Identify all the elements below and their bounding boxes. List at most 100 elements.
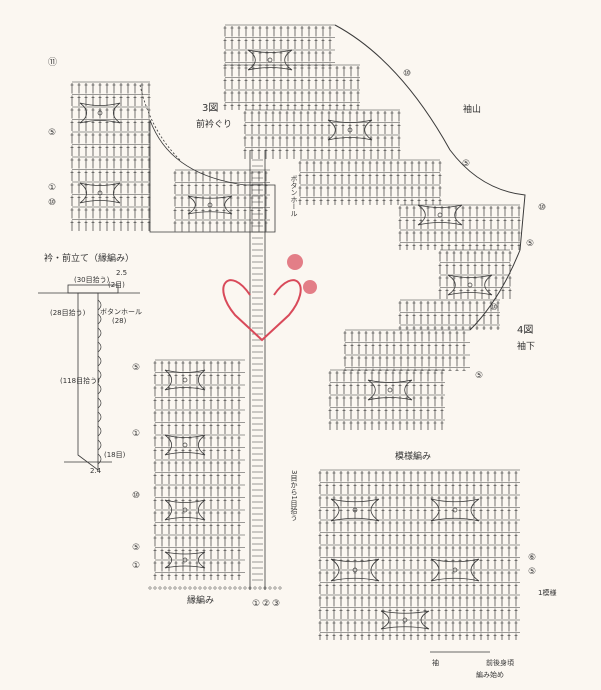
edge-title: 縁編み	[187, 596, 215, 606]
collar-note-left1: (28目拾う)	[50, 309, 86, 317]
collar-scallop	[97, 355, 102, 367]
motif-bow	[417, 204, 463, 226]
row-mark-body: ①	[132, 561, 140, 571]
motif-knot	[207, 202, 213, 208]
row-mark-fig4: ⑩	[538, 203, 546, 213]
watermark-rose	[287, 254, 303, 270]
edge-bottom-chain	[248, 586, 252, 590]
motif-knot	[402, 617, 408, 623]
collar-note-left2: (118目拾う)	[60, 377, 100, 385]
row-mark-bottom: ②	[262, 599, 270, 609]
fig4-grid-3	[298, 159, 442, 205]
motif-bow	[367, 379, 413, 401]
motif-bow	[187, 195, 233, 215]
motif-bow	[164, 369, 206, 391]
row-mark-fig4: ⑤	[462, 159, 470, 169]
motif-knot	[97, 190, 103, 196]
row-mark-fig4: ⑤	[475, 371, 483, 381]
row-mark-pattern: ⑥	[528, 553, 536, 563]
motif-bow	[430, 498, 480, 522]
motif-knot	[467, 282, 473, 288]
edge-bottom-chain	[188, 586, 192, 590]
motif-knot	[182, 442, 188, 448]
row-mark-fig4: ⑤	[526, 239, 534, 249]
row-mark-bottom: ①	[252, 599, 260, 609]
edge-bottom-chain	[148, 586, 152, 590]
rows-note: 3目から1目拾う	[290, 470, 298, 521]
edge-bottom-chain	[168, 586, 172, 590]
edge-bottom-chain	[223, 586, 227, 590]
row-mark-fig4: ⑩	[490, 303, 498, 313]
pattern-grid	[318, 469, 520, 640]
edge-bottom-chain	[178, 586, 182, 590]
motif-bow	[247, 49, 293, 71]
edge-bottom-chain	[183, 586, 187, 590]
row-mark-fig3: ⑤	[48, 128, 56, 138]
motif-knot	[182, 507, 188, 513]
motif-knot	[387, 387, 393, 393]
collar-scallop	[97, 439, 102, 451]
edge-bottom-chain	[218, 586, 222, 590]
fig4-grid-8	[328, 369, 445, 430]
row-mark-fig3: ①	[48, 183, 56, 193]
collar-note-bottom: (18目)	[104, 451, 126, 459]
edge-bottom-chain	[258, 586, 262, 590]
row-mark-body: ⑤	[132, 363, 140, 373]
row-mark-body: ⑤	[132, 543, 140, 553]
collar-scallop	[97, 299, 102, 311]
edge-bottom-chain	[193, 586, 197, 590]
edge-bottom-chain	[208, 586, 212, 590]
fig4-grid-1	[223, 64, 360, 110]
fig3-number: 3図	[202, 103, 219, 114]
fig3-edge-chain	[139, 84, 181, 161]
collar-scallop	[97, 327, 102, 339]
collar-strip	[77, 292, 99, 471]
collar-small2: 2.4	[90, 467, 102, 475]
button-hole-small: ボタンホール	[100, 308, 142, 316]
row-mark-fig3: ⑩	[48, 198, 56, 208]
row-mark-fig4: ⑩	[403, 69, 411, 79]
motif-bow	[164, 499, 206, 521]
motif-knot	[182, 377, 188, 383]
fig4-number: 4図	[517, 325, 534, 336]
collar-title: 衿・前立て（縁編み）	[44, 254, 135, 264]
motif-bow	[164, 551, 206, 569]
edge-bottom-chain	[213, 586, 217, 590]
collar-scallop	[97, 453, 102, 465]
button-hole-label: ボタンホール	[290, 175, 298, 217]
motif-bow	[330, 558, 380, 582]
edge-bottom-chain	[228, 586, 232, 590]
collar-scallop	[97, 383, 102, 395]
motif-knot	[347, 127, 353, 133]
pattern-title: 模様編み	[395, 452, 432, 462]
fig4-title: 袖下	[517, 342, 536, 352]
collar-scallop	[97, 411, 102, 423]
sleeve-label: 袖	[432, 659, 439, 667]
edge-bottom-chain	[243, 586, 247, 590]
sleeve-cap-label: 袖山	[463, 105, 482, 115]
fig3-grid	[70, 81, 151, 231]
watermark-heart	[222, 279, 302, 342]
collar-scallop	[97, 369, 102, 381]
fig4-grid-7	[343, 329, 470, 371]
motif-bow	[380, 610, 430, 630]
fig3-neckline	[149, 119, 276, 233]
edge-bottom-chain	[203, 586, 207, 590]
motif-knot	[182, 557, 188, 563]
collar-scallop	[97, 397, 102, 409]
sleeve-cap-curve	[334, 24, 526, 331]
row-mark-body: ①	[132, 429, 140, 439]
fig4-grid-4	[398, 204, 521, 250]
motif-knot	[452, 567, 458, 573]
edge-bottom-chain	[233, 586, 237, 590]
motif-knot	[452, 507, 458, 513]
edge-bottom-chain	[198, 586, 202, 590]
motif-bow	[79, 182, 121, 204]
body-grid	[153, 359, 245, 580]
fig4-grid-0	[223, 24, 335, 66]
motif-bow	[79, 102, 121, 124]
edge-bottom-chain	[263, 586, 267, 590]
motif-knot	[352, 567, 358, 573]
